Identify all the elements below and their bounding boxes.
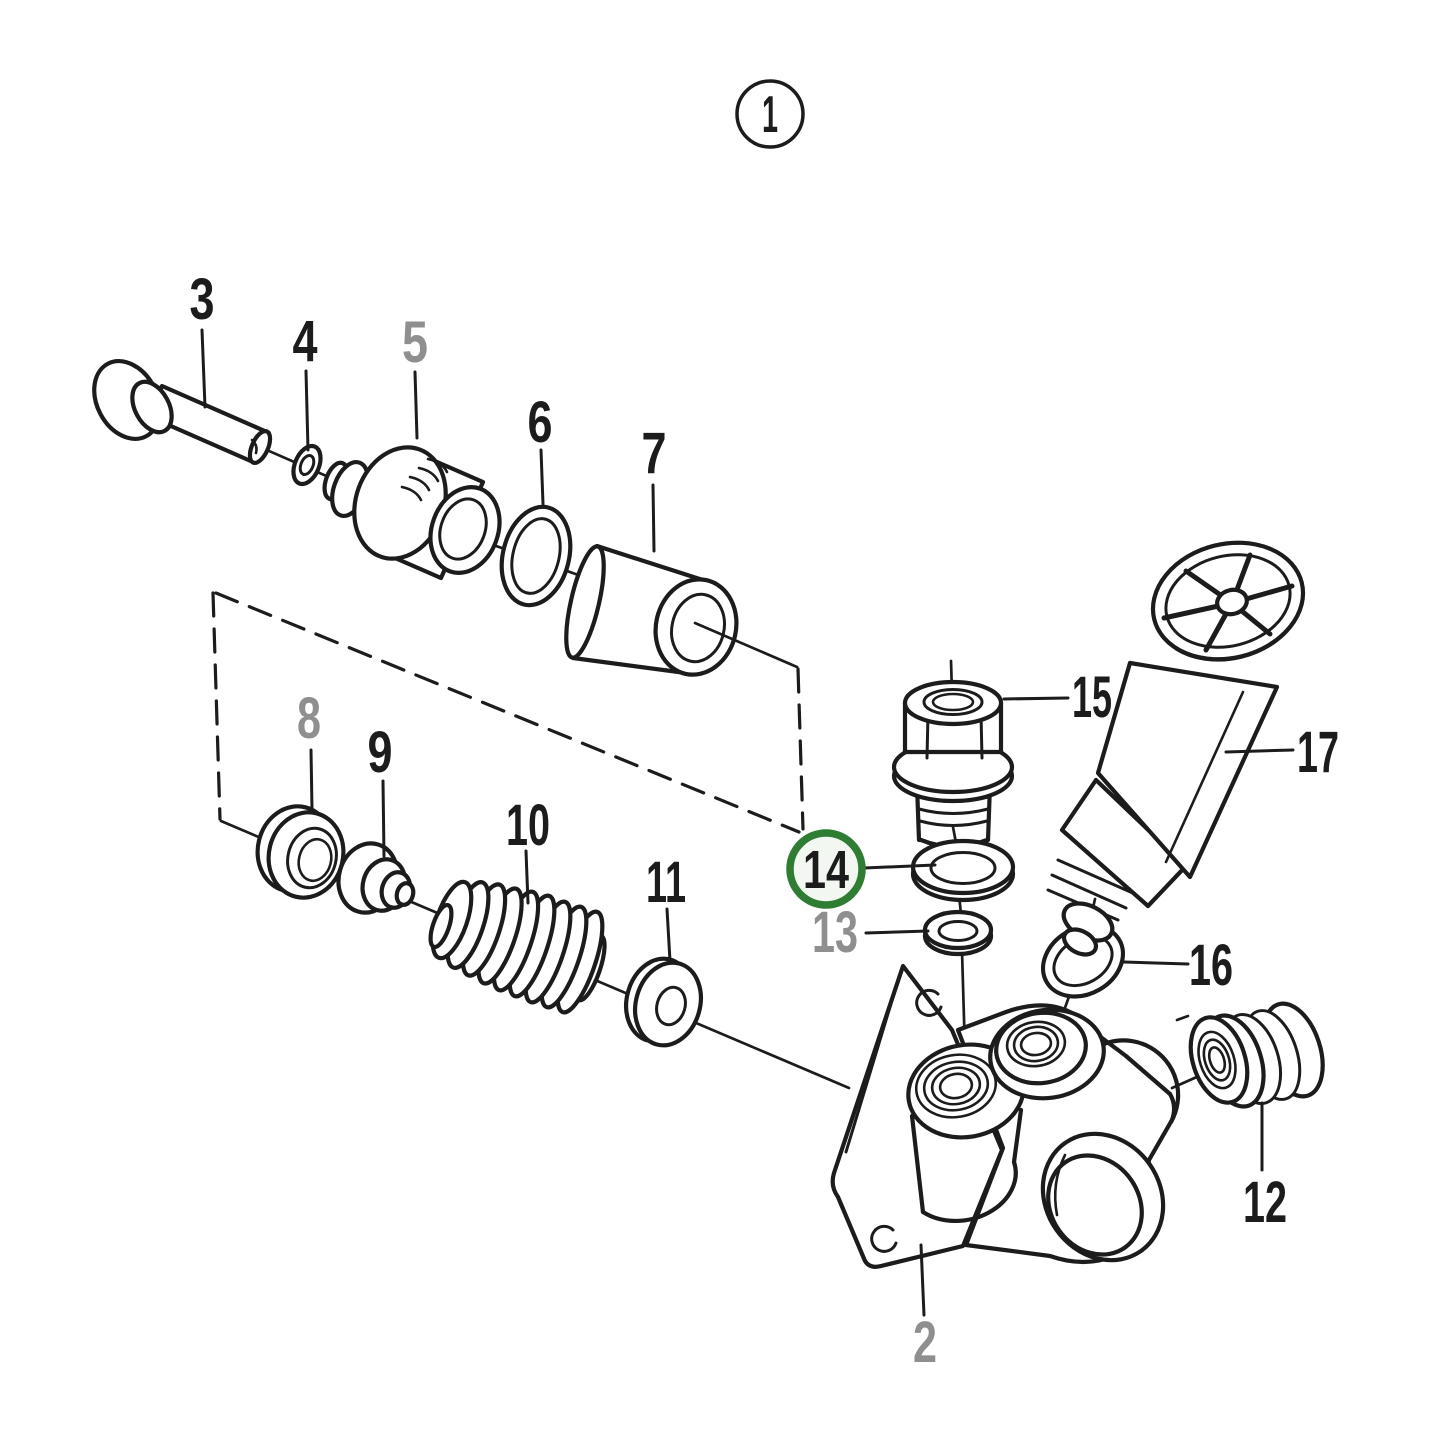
flange-bolt-hole-bottom: [870, 1224, 898, 1253]
part-10-spring: [428, 879, 607, 1015]
part-11-washer: [624, 956, 703, 1048]
callout-6: 6: [528, 390, 553, 506]
callout-13-number: 13: [812, 900, 858, 965]
callout-7-number: 7: [642, 421, 667, 486]
primer-port: [994, 1010, 1088, 1086]
callout-4-number: 4: [293, 309, 318, 374]
callout-11: 11: [646, 850, 686, 963]
callout-10: 10: [506, 793, 550, 905]
axis-piston: [693, 621, 799, 669]
part-7-piston: [564, 543, 799, 677]
callout-17: 17: [1224, 720, 1339, 785]
callout-8: 8: [297, 686, 321, 811]
callout-14-number[interactable]: 14: [803, 840, 849, 900]
callout-9: 9: [368, 720, 393, 858]
callout-14-highlighted[interactable]: 14: [786, 829, 937, 909]
callout-2: 2: [913, 1243, 937, 1375]
callout-11-number: 11: [646, 850, 686, 915]
part-6-seal-ring: [499, 504, 573, 608]
callout-6-number: 6: [528, 390, 553, 455]
callout-5: 5: [402, 310, 428, 440]
callout-3: 3: [190, 267, 215, 409]
callout-12: 12: [1243, 1101, 1287, 1235]
callouts: 1 3 4 5 6 7 8 9: [190, 79, 1339, 1375]
highlight-ring[interactable]: [786, 829, 866, 909]
callout-16: 16: [1122, 933, 1233, 998]
part-5-threaded-plug: [322, 445, 502, 581]
dash-mark-small: [1175, 1014, 1190, 1022]
part-17-hand-primer: [1046, 540, 1306, 957]
part-12-threaded-fitting: [1188, 1001, 1325, 1109]
part-14-sealing-washer: [910, 838, 1016, 903]
part-13-washer: [922, 909, 994, 957]
part-4-washer: [291, 443, 323, 487]
callout-17-number: 17: [1297, 720, 1339, 785]
callout-3-number: 3: [190, 267, 215, 332]
callout-15: 15: [1002, 665, 1112, 730]
callout-1-assembly: 1: [735, 79, 805, 149]
part-3-bolt: [92, 359, 273, 465]
callout-5-number: 5: [402, 310, 428, 375]
part-2-pump-housing: [830, 963, 1181, 1269]
callout-8-number: 8: [297, 686, 321, 751]
part-15-banjo-fitting: [891, 679, 1015, 849]
assembly-callout-number: 1: [762, 86, 778, 144]
callout-4: 4: [293, 309, 318, 452]
assembly-callout-circle: [735, 79, 805, 149]
callout-15-number: 15: [1072, 665, 1112, 730]
part-9-valve: [336, 841, 416, 915]
callout-13: 13: [812, 900, 930, 965]
dashed-line-diagonal: [214, 591, 801, 834]
callout-10-number: 10: [506, 793, 550, 858]
callout-12-number: 12: [1243, 1170, 1287, 1235]
dashed-line-left: [211, 591, 222, 821]
callout-9-number: 9: [368, 720, 393, 785]
dashed-line-vertical: [796, 667, 805, 831]
part-8-seal-ring: [255, 804, 346, 900]
flange-bolt-hole-top: [915, 988, 943, 1017]
callout-2-number: 2: [913, 1310, 937, 1375]
callout-7: 7: [642, 421, 667, 553]
callout-16-number: 16: [1189, 933, 1233, 998]
